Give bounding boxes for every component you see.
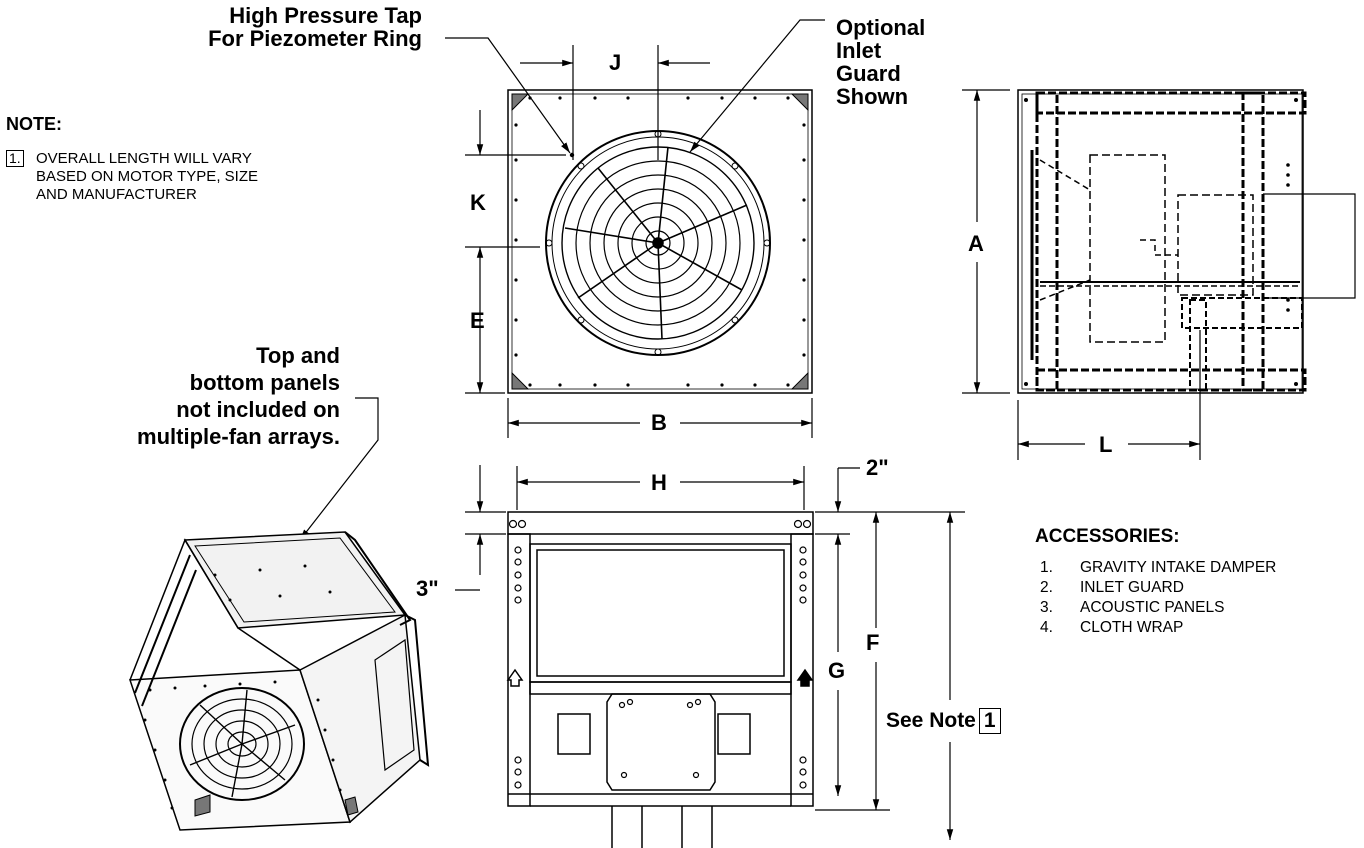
airflow-arrow-solid	[796, 668, 814, 687]
airflow-arrow-outline	[506, 668, 524, 687]
inlet-guard-line-2: Inlet	[836, 38, 882, 63]
accessory-item: 2.INLET GUARD	[1040, 579, 1184, 596]
see-note-text: See Note	[886, 709, 976, 732]
pressure-tap-callout: High Pressure Tap For Piezometer Ring	[186, 4, 422, 50]
top-frame-bar	[507, 511, 814, 535]
dim-j-label: J	[609, 50, 622, 75]
note-line-1: OVERALL LENGTH WILL VARY	[36, 150, 252, 167]
inlet-guard-line-4: Shown	[836, 84, 909, 109]
note-number-box: 1.	[6, 150, 24, 167]
dim-k-label: K	[470, 190, 486, 215]
dim-b-label: B	[651, 410, 667, 435]
accessory-item: 1.GRAVITY INTAKE DAMPER	[1040, 559, 1277, 576]
note-line-3: AND MANUFACTURER	[36, 186, 197, 203]
dim-e-label: E	[470, 308, 485, 333]
side-view-dimensions	[962, 89, 1201, 460]
panels-line-1: Top and	[256, 343, 340, 368]
pressure-tap-line-2: For Piezometer Ring	[208, 26, 422, 51]
panels-line-2: bottom panels	[189, 370, 340, 395]
accessory-item: 3.ACOUSTIC PANELS	[1040, 599, 1225, 616]
iso-fan-inlet	[179, 687, 305, 801]
inlet-guard-line-3: Guard	[836, 61, 901, 86]
dim-f-label: F	[866, 630, 880, 655]
note-line-2: BASED ON MOTOR TYPE, SIZE	[36, 168, 258, 185]
panels-line-4: multiple-fan arrays.	[137, 424, 340, 449]
note-body: 1.	[6, 150, 24, 168]
isometric-view	[128, 531, 430, 831]
motor-mount-plate	[606, 693, 716, 791]
note-heading: NOTE:	[6, 114, 62, 134]
inlet-guard-line-1: Optional	[836, 15, 926, 40]
pressure-tap-line-1: High Pressure Tap	[229, 3, 422, 28]
callout-leaders	[299, 19, 825, 541]
side-outline	[1017, 89, 1304, 394]
dim-a-label: A	[968, 231, 984, 256]
dim-l-label: L	[1099, 432, 1113, 457]
panels-line-3: not included on	[176, 397, 340, 422]
front-view-dimensions	[465, 45, 813, 438]
dim-3in-label: 3"	[416, 576, 439, 601]
see-note-ref-box: 1	[978, 708, 1001, 734]
dim-2in-label: 2"	[866, 455, 889, 480]
motor-outline	[1089, 154, 1166, 343]
side-view	[1017, 89, 1356, 394]
inlet-guard-callout: Optional Inlet Guard Shown	[836, 16, 925, 108]
bottom-view-dimensions	[455, 465, 965, 840]
dim-h-label: H	[651, 470, 667, 495]
accessory-item: 4.CLOTH WRAP	[1040, 619, 1184, 636]
front-view	[507, 89, 813, 394]
accessories-list: 1.GRAVITY INTAKE DAMPER 2.INLET GUARD 3.…	[1040, 558, 1276, 638]
dim-g-label: G	[828, 658, 846, 683]
front-panel-outline	[507, 89, 813, 394]
panels-callout: Top and bottom panels not included on mu…	[90, 342, 340, 450]
note-lines: OVERALL LENGTH WILL VARY BASED ON MOTOR …	[36, 150, 258, 204]
bottom-view	[506, 511, 814, 848]
accessories-heading: ACCESSORIES:	[1035, 526, 1180, 547]
